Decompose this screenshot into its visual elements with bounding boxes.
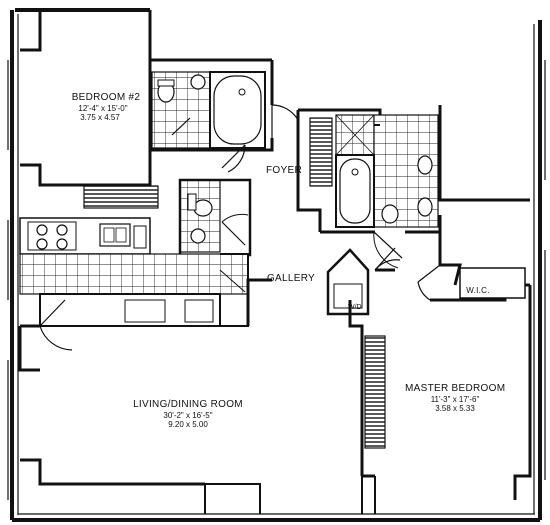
sink-icon xyxy=(417,197,433,217)
burner-icon xyxy=(56,224,68,236)
master-closet xyxy=(364,335,386,449)
bathtub-icon xyxy=(213,75,262,145)
living-door-swing xyxy=(20,299,73,351)
exterior-walls xyxy=(7,8,546,522)
master-bedroom-dim-m: 3.58 x 5.33 xyxy=(435,404,475,413)
living-dining-label: LIVING/DINING ROOM xyxy=(133,399,243,410)
master-bath xyxy=(335,114,439,269)
bath-2 xyxy=(151,71,266,149)
foyer-label: FOYER xyxy=(266,165,302,176)
bedroom-2-dim-ft: 12'-4" x 15'-0" xyxy=(78,104,128,113)
master-bedroom-label: MASTER BEDROOM xyxy=(405,383,506,394)
kitchen-tile-floor xyxy=(19,253,249,295)
washer-dryer-label: W/D xyxy=(348,304,362,311)
bathtub-icon xyxy=(339,158,371,224)
master-door-swings xyxy=(374,247,441,301)
kitchen xyxy=(19,217,249,327)
burner-icon xyxy=(36,224,48,236)
master-bedroom-dim-ft: 11'-3" x 17'-6" xyxy=(430,395,480,404)
living-walls xyxy=(18,278,272,486)
bedroom-2-closet xyxy=(83,185,159,209)
wic-area xyxy=(459,267,526,299)
bedroom-2-dim-m: 3.75 x 4.57 xyxy=(80,113,120,122)
toilet-icon xyxy=(193,199,213,217)
burner-icon xyxy=(56,238,68,250)
sink-icon xyxy=(190,228,206,244)
foyer-closet xyxy=(309,117,333,187)
burner-icon xyxy=(36,238,48,250)
living-dining-dim-ft: 30'-2" x 16'-5" xyxy=(163,411,213,420)
gallery-label: GALLERY xyxy=(266,273,316,284)
sink-icon xyxy=(417,155,433,175)
powder-room xyxy=(178,178,252,257)
sink-icon xyxy=(190,74,206,90)
washer-dryer-closet xyxy=(326,248,370,316)
bedroom-2-label: BEDROOM #2 xyxy=(71,92,141,103)
wic-label: W.I.C. xyxy=(466,286,490,295)
toilet-icon xyxy=(381,204,399,224)
living-dining-dim-m: 9.20 x 5.00 xyxy=(168,420,208,429)
